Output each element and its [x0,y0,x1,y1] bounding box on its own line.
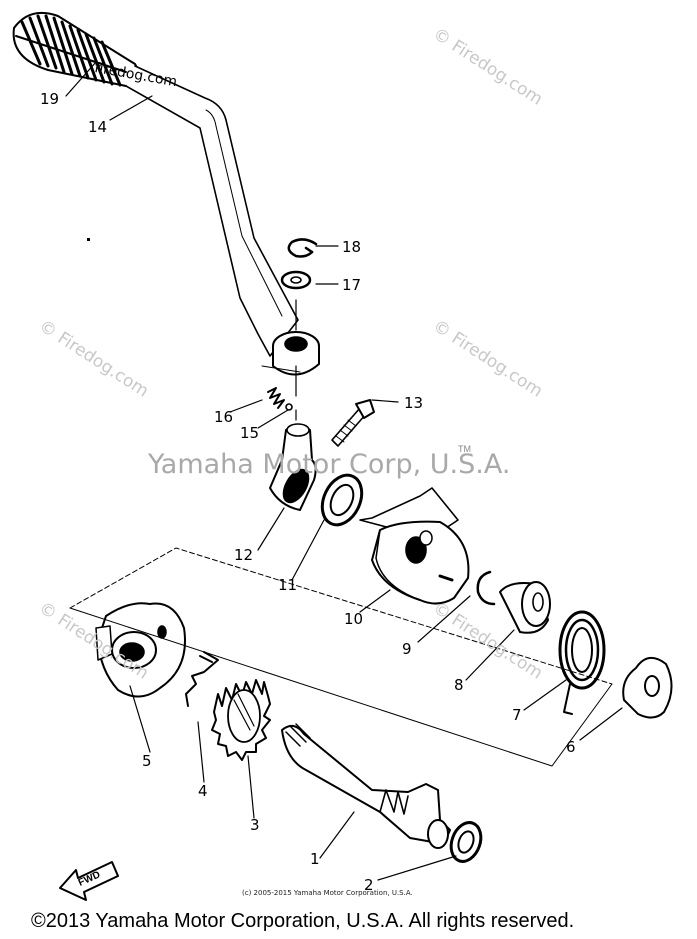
part-label-19: 19 [40,90,59,108]
part-label-9: 9 [402,640,412,658]
part-label-6: 6 [566,738,576,756]
thrust-washer [449,821,483,863]
part-label-17: 17 [342,276,361,294]
spring-and-ball [267,387,293,411]
part-label-15: 15 [240,424,259,442]
ratchet-plate [95,602,186,698]
spring-cover [622,657,673,719]
part-label-14: 14 [88,118,107,136]
oil-seal [320,473,364,527]
part-label-13: 13 [404,394,423,412]
part-label-18: 18 [342,238,361,256]
part-label-10: 10 [344,610,363,628]
part-label-11: 11 [278,576,297,594]
bolt [331,399,375,447]
circlip-small [476,570,496,606]
washer [280,270,312,290]
small-copyright: (c) 2005-2015 Yamaha Motor Corporation, … [242,889,413,897]
kick-lever [12,12,320,376]
kick-axle [281,723,451,849]
leader-lines [65,61,623,881]
part-label-16: 16 [214,408,233,426]
spring-clip [185,651,219,707]
part-label-1: 1 [310,850,320,868]
part-label-7: 7 [512,706,522,724]
fwd-arrow: FWD [59,861,119,901]
stray-dot [87,238,90,241]
trademark-mark: TM [458,444,471,454]
part-label-3: 3 [250,816,260,834]
part-label-5: 5 [142,752,152,770]
kick-gear [211,679,271,761]
part-labels: 19 14 18 17 16 15 13 12 11 10 9 8 7 6 5 … [40,90,576,894]
spring-guide [499,581,551,634]
part-label-4: 4 [198,782,208,800]
brand-watermark: Yamaha Motor Corp, U.S.A. [148,449,511,480]
kick-grip [12,12,139,87]
part-label-12: 12 [234,546,253,564]
kick-boss [269,423,317,511]
torsion-spring [558,610,606,715]
kick-guide-cover [359,487,470,605]
circlip [287,238,318,258]
part-label-8: 8 [454,676,464,694]
assembly-outline [69,547,613,767]
part-label-2: 2 [364,876,374,894]
footer-copyright: ©2013 Yamaha Motor Corporation, U.S.A. A… [31,910,575,932]
